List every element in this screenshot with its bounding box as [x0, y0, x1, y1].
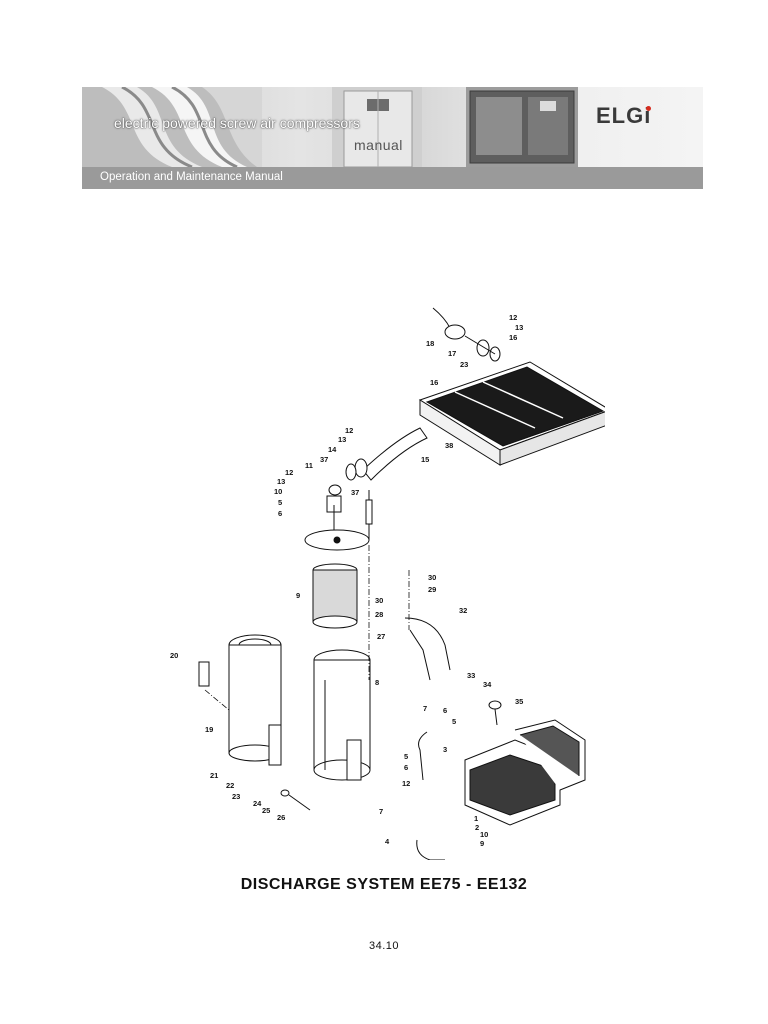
- svg-text:16: 16: [509, 333, 517, 342]
- svg-text:13: 13: [277, 477, 285, 486]
- svg-text:13: 13: [338, 435, 346, 444]
- compressor-unit-image: [466, 87, 578, 167]
- svg-text:5: 5: [278, 498, 282, 507]
- svg-text:26: 26: [277, 813, 285, 822]
- svg-text:5: 5: [452, 717, 456, 726]
- filter-element: [312, 563, 358, 629]
- svg-text:33: 33: [467, 671, 475, 680]
- svg-text:29: 29: [428, 585, 436, 594]
- svg-text:12: 12: [509, 313, 517, 322]
- part-callouts: 12 13 16 18 17 23 16 12 13 14 38 15 37 1…: [170, 313, 523, 848]
- svg-text:4: 4: [385, 837, 390, 846]
- svg-text:27: 27: [377, 632, 385, 641]
- svg-text:23: 23: [232, 792, 240, 801]
- svg-text:10: 10: [480, 830, 488, 839]
- svg-text:30: 30: [375, 596, 383, 605]
- svg-text:7: 7: [379, 807, 383, 816]
- svg-text:6: 6: [278, 509, 282, 518]
- svg-text:30: 30: [428, 573, 436, 582]
- svg-text:20: 20: [170, 651, 178, 660]
- page-number: 34.10: [368, 940, 400, 952]
- elbow-3: [418, 731, 428, 781]
- svg-text:14: 14: [328, 445, 337, 454]
- hose-15: [362, 427, 428, 481]
- svg-text:32: 32: [459, 606, 467, 615]
- svg-text:25: 25: [262, 806, 270, 815]
- cooler-assembly: [418, 361, 605, 466]
- svg-text:28: 28: [375, 610, 383, 619]
- screw-rotor-image: [82, 87, 262, 167]
- header-banner: electric powered screw air compressors m…: [82, 87, 703, 189]
- svg-text:23: 23: [460, 360, 468, 369]
- svg-text:12: 12: [345, 426, 353, 435]
- svg-text:17: 17: [448, 349, 456, 358]
- svg-text:3: 3: [443, 745, 447, 754]
- svg-text:38: 38: [445, 441, 453, 450]
- svg-text:37: 37: [351, 488, 359, 497]
- svg-text:22: 22: [226, 781, 234, 790]
- svg-text:8: 8: [375, 678, 379, 687]
- svg-text:6: 6: [404, 763, 408, 772]
- elbow-4: [416, 839, 445, 860]
- svg-text:9: 9: [480, 839, 484, 848]
- svg-text:34: 34: [483, 680, 492, 689]
- banner-photos: [82, 87, 578, 167]
- svg-text:1: 1: [474, 814, 478, 823]
- top-valve-assembly: [432, 307, 501, 362]
- banner-subtitle-bar: Operation and Maintenance Manual: [82, 167, 703, 189]
- banner-title: electric powered screw air compressors: [114, 115, 360, 131]
- svg-text:9: 9: [296, 591, 300, 600]
- svg-text:24: 24: [253, 799, 262, 808]
- discharge-pipe-32: [404, 617, 451, 671]
- svg-text:12: 12: [402, 779, 410, 788]
- compressor-airend: [464, 719, 586, 826]
- svg-text:12: 12: [285, 468, 293, 477]
- svg-text:35: 35: [515, 697, 523, 706]
- svg-text:21: 21: [210, 771, 218, 780]
- receiver-tank: [228, 634, 282, 766]
- separator-tank: [313, 649, 371, 781]
- svg-text:18: 18: [426, 339, 434, 348]
- svg-text:5: 5: [404, 752, 408, 761]
- banner-image-strip: electric powered screw air compressors m…: [82, 87, 703, 167]
- banner-subtitle: Operation and Maintenance Manual: [100, 171, 283, 183]
- svg-text:11: 11: [305, 461, 313, 470]
- diagram-caption: DISCHARGE SYSTEM EE75 - EE132: [240, 876, 528, 893]
- svg-text:16: 16: [430, 378, 438, 387]
- svg-text:6: 6: [443, 706, 447, 715]
- elgi-logo: ELGi: [596, 103, 652, 128]
- svg-text:19: 19: [205, 725, 213, 734]
- compressor-cabinet-image: [332, 87, 422, 167]
- svg-text:37: 37: [320, 455, 328, 464]
- svg-text:7: 7: [423, 704, 427, 713]
- svg-text:15: 15: [421, 455, 429, 464]
- svg-text:10: 10: [274, 487, 282, 496]
- banner-manual-word: manual: [354, 137, 403, 153]
- svg-text:13: 13: [515, 323, 523, 332]
- svg-text:2: 2: [475, 823, 479, 832]
- exploded-parts-diagram: 12 13 16 18 17 23 16 12 13 14 38 15 37 1…: [170, 307, 605, 860]
